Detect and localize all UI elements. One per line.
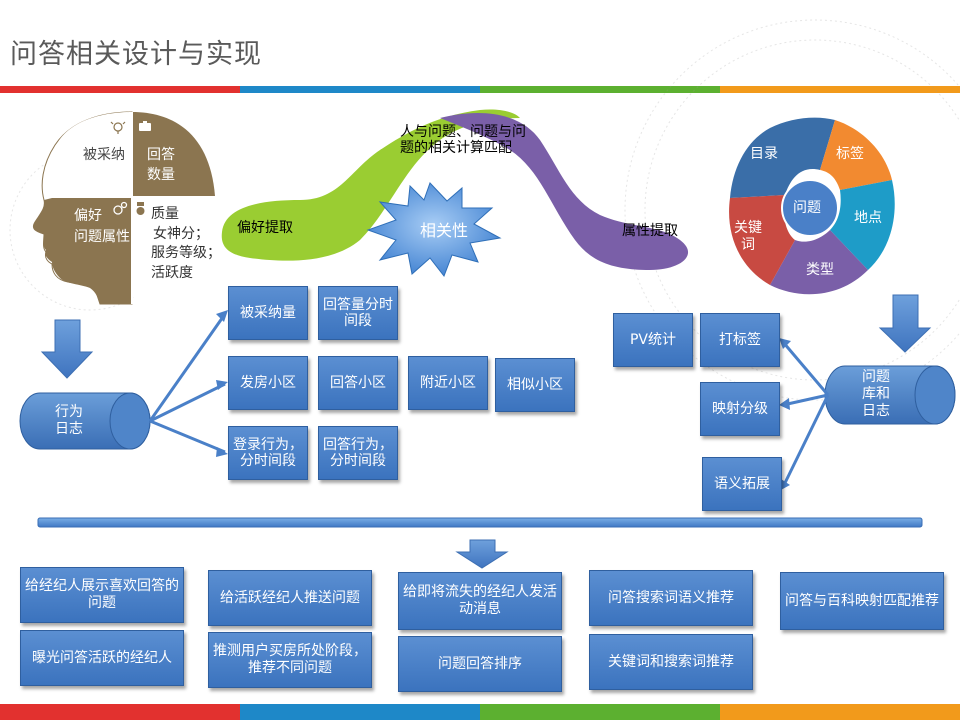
- cycle-center-label: 问题: [793, 200, 821, 216]
- head-diagram: [32, 111, 216, 305]
- page-title: 问答相关设计与实现: [10, 39, 262, 70]
- question-db-label-2: 库和: [862, 386, 890, 402]
- head-label-preference-1: 偏好: [74, 208, 102, 224]
- app-keyword-recommend: 关键词和搜索词推荐: [589, 634, 753, 690]
- app-show-favorite-questions: 给经纪人展示喜欢回答的问题: [20, 567, 184, 623]
- cycle-seg-place: [830, 180, 895, 270]
- gears-icon: [113, 201, 128, 215]
- box-adopted-count: 被采纳量: [228, 286, 308, 340]
- cylinder-behavior-log: [19, 392, 151, 450]
- behavior-log-label-1: 行为: [55, 404, 83, 420]
- head-label-preference-2: 问题属性: [74, 229, 130, 245]
- horizontal-divider-bar: [37, 517, 923, 528]
- head-label-answer-count-2: 数量: [147, 167, 175, 183]
- box-answer-count-time: 回答量分时间段: [318, 286, 398, 340]
- app-answer-ranking: 问题回答排序: [398, 636, 562, 692]
- cycle-seg-keyword: [729, 195, 795, 285]
- down-arrow-center: [455, 539, 509, 569]
- behavior-log-label-2: 日志: [55, 421, 83, 437]
- top-bar-orange: [720, 86, 960, 93]
- lightbulb-icon: [110, 121, 126, 134]
- head-label-answer-count-1: 回答: [147, 147, 175, 163]
- box-answer-behavior: 回答行为，分时间段: [318, 426, 398, 480]
- cycle-seg-catalog: [730, 117, 835, 198]
- cycle-diagram: [729, 117, 895, 295]
- top-bar-red: [0, 86, 240, 93]
- bottom-bar-green: [480, 704, 720, 720]
- head-label-quality-1: 女神分；: [153, 226, 209, 242]
- box-nearby-community: 附近小区: [408, 356, 488, 410]
- bottom-bar-orange: [720, 704, 960, 720]
- medal-icon: [136, 202, 145, 215]
- wave-top-label-1: 人与问题、问题与问: [400, 124, 526, 140]
- left-connectors: [148, 313, 227, 454]
- cycle-label-place: 地点: [854, 210, 882, 226]
- box-listing-community: 发房小区: [228, 356, 308, 410]
- left-arrowheads: [216, 310, 228, 457]
- wave-green: [221, 109, 520, 261]
- wave-right-label: 属性提取: [622, 223, 678, 239]
- right-connectors: [781, 341, 830, 488]
- head-label-quality-2: 服务等级；: [151, 245, 221, 261]
- box-pv-stats: PV统计: [613, 313, 693, 367]
- star-burst: [366, 182, 502, 278]
- wave-shape: [221, 109, 689, 270]
- head-label-quality: 质量: [151, 206, 179, 222]
- bottom-bar-blue: [240, 704, 480, 720]
- box-semantic-expand: 语义拓展: [702, 457, 782, 511]
- cycle-label-catalog: 目录: [750, 146, 778, 162]
- head-q1: [56, 112, 132, 196]
- down-arrow-left: [40, 319, 94, 379]
- app-push-questions: 给活跃经纪人推送问题: [208, 570, 372, 626]
- app-encyclopedia-match: 问答与百科映射匹配推荐: [780, 572, 944, 630]
- cylinder-question-db: [824, 365, 956, 425]
- head-q2: [132, 112, 215, 196]
- briefcase-icon: [139, 121, 151, 131]
- head-label-quality-3: 活跃度: [151, 265, 193, 281]
- top-bar-blue: [240, 86, 480, 93]
- top-bar-green: [480, 86, 720, 93]
- box-map-grade: 映射分级: [700, 382, 780, 436]
- box-login-behavior: 登录行为，分时间段: [228, 426, 308, 480]
- cycle-seg-type: [770, 230, 868, 295]
- bottom-bar-red: [0, 704, 240, 720]
- box-tagging: 打标签: [700, 313, 780, 367]
- box-similar-community: 相似小区: [495, 358, 575, 412]
- question-db-label-3: 日志: [862, 403, 890, 419]
- cycle-label-tag: 标签: [836, 146, 864, 162]
- cycle-label-keyword: 关键词: [734, 220, 762, 253]
- wave-left-label: 偏好提取: [237, 220, 293, 236]
- wave-purple: [440, 113, 689, 270]
- app-search-semantic: 问答搜索词语义推荐: [589, 570, 753, 626]
- cycle-center: [781, 179, 839, 237]
- app-churn-message: 给即将流失的经纪人发活动消息: [398, 572, 562, 630]
- head-q4: [134, 198, 215, 304]
- cycle-seg-tag: [820, 120, 892, 190]
- app-expose-active-agents: 曝光问答活跃的经纪人: [20, 630, 184, 686]
- box-answer-community: 回答小区: [318, 356, 398, 410]
- wave-top-label-2: 题的相关计算匹配: [400, 140, 512, 156]
- question-db-label-1: 问题: [862, 369, 890, 385]
- head-q3: [33, 198, 132, 304]
- app-infer-stage: 推测用户买房所处阶段，推荐不同问题: [208, 632, 372, 688]
- down-arrow-right: [878, 294, 932, 353]
- cycle-label-type: 类型: [806, 262, 834, 278]
- head-label-adopted: 被采纳: [83, 147, 125, 163]
- star-label: 相关性: [420, 221, 469, 240]
